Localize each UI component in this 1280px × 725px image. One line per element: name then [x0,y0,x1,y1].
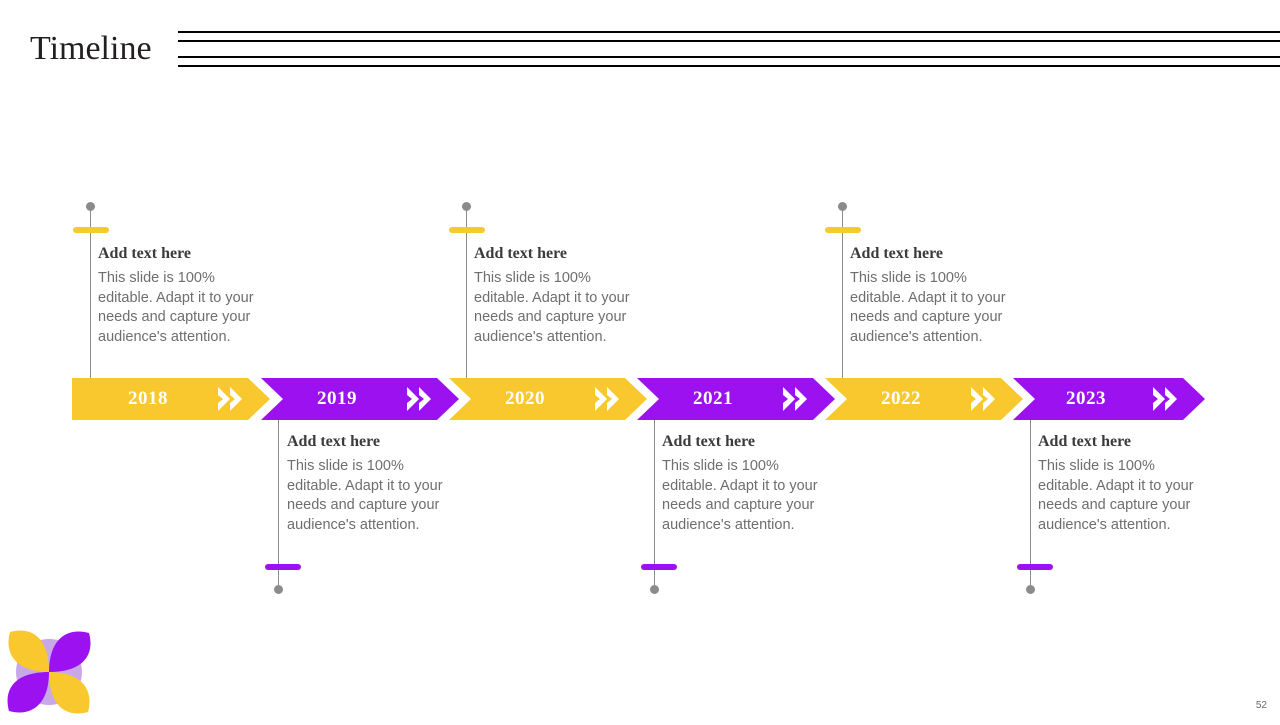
page-title: Timeline [30,30,152,67]
connector-dot [838,202,847,211]
connector-line [278,418,279,590]
timeline-segment-2023[interactable]: 2023 [1013,378,1205,420]
connector-line [90,210,91,380]
pinwheel-flower-logo [2,620,102,720]
timeline-block-below-1[interactable]: Add text here This slide is 100% editabl… [287,433,457,535]
title-rule-3 [178,56,1280,58]
connector-line [1030,418,1031,590]
block-heading: Add text here [474,245,568,262]
connector-dash [449,227,485,233]
timeline-segment-2018[interactable]: 2018 [72,378,270,420]
double-chevron-right-icon [407,386,435,412]
double-chevron-right-icon [595,386,623,412]
block-heading: Add text here [98,245,192,262]
page-number: 52 [1255,700,1267,711]
block-heading: Add text here [850,245,944,262]
connector-dot [86,202,95,211]
connector-line [466,210,467,380]
connector-dash [641,564,677,570]
block-body: This slide is 100% editable. Adapt it to… [98,270,254,345]
segment-year-label: 2018 [128,388,168,409]
connector-dot [462,202,471,211]
timeline-segment-2019[interactable]: 2019 [261,378,459,420]
connector-line [842,210,843,380]
timeline-segment-2021[interactable]: 2021 [637,378,835,420]
block-body: This slide is 100% editable. Adapt it to… [474,270,630,345]
connector-dash [73,227,109,233]
title-rule-1 [178,31,1280,33]
connector-dot [1026,585,1035,594]
connector-line [654,418,655,590]
segment-year-label: 2019 [317,388,357,409]
timeline-block-above-3[interactable]: Add text here This slide is 100% editabl… [850,245,1020,347]
title-rule-4 [178,65,1280,67]
segment-year-label: 2020 [505,388,545,409]
segment-year-label: 2021 [693,388,733,409]
timeline-bar: 2018 2019 2020 2021 [72,378,1205,420]
block-heading: Add text here [287,433,381,450]
connector-dash [1017,564,1053,570]
block-body: This slide is 100% editable. Adapt it to… [1038,458,1194,533]
block-body: This slide is 100% editable. Adapt it to… [850,270,1006,345]
title-rule-2 [178,40,1280,42]
double-chevron-right-icon [218,386,246,412]
connector-dot [650,585,659,594]
connector-dash [265,564,301,570]
double-chevron-right-icon [1153,386,1181,412]
block-heading: Add text here [662,433,756,450]
timeline-block-below-2[interactable]: Add text here This slide is 100% editabl… [662,433,832,535]
connector-dot [274,585,283,594]
block-body: This slide is 100% editable. Adapt it to… [662,458,818,533]
block-heading: Add text here [1038,433,1132,450]
timeline-block-above-2[interactable]: Add text here This slide is 100% editabl… [474,245,644,347]
title-decoration-rules [178,28,1280,70]
double-chevron-right-icon [971,386,999,412]
block-body: This slide is 100% editable. Adapt it to… [287,458,443,533]
timeline-segment-2022[interactable]: 2022 [825,378,1023,420]
segment-year-label: 2023 [1066,388,1106,409]
timeline-segment-2020[interactable]: 2020 [449,378,647,420]
timeline-block-above-1[interactable]: Add text here This slide is 100% editabl… [98,245,268,347]
timeline-block-below-3[interactable]: Add text here This slide is 100% editabl… [1038,433,1208,535]
double-chevron-right-icon [783,386,811,412]
connector-dash [825,227,861,233]
segment-year-label: 2022 [881,388,921,409]
